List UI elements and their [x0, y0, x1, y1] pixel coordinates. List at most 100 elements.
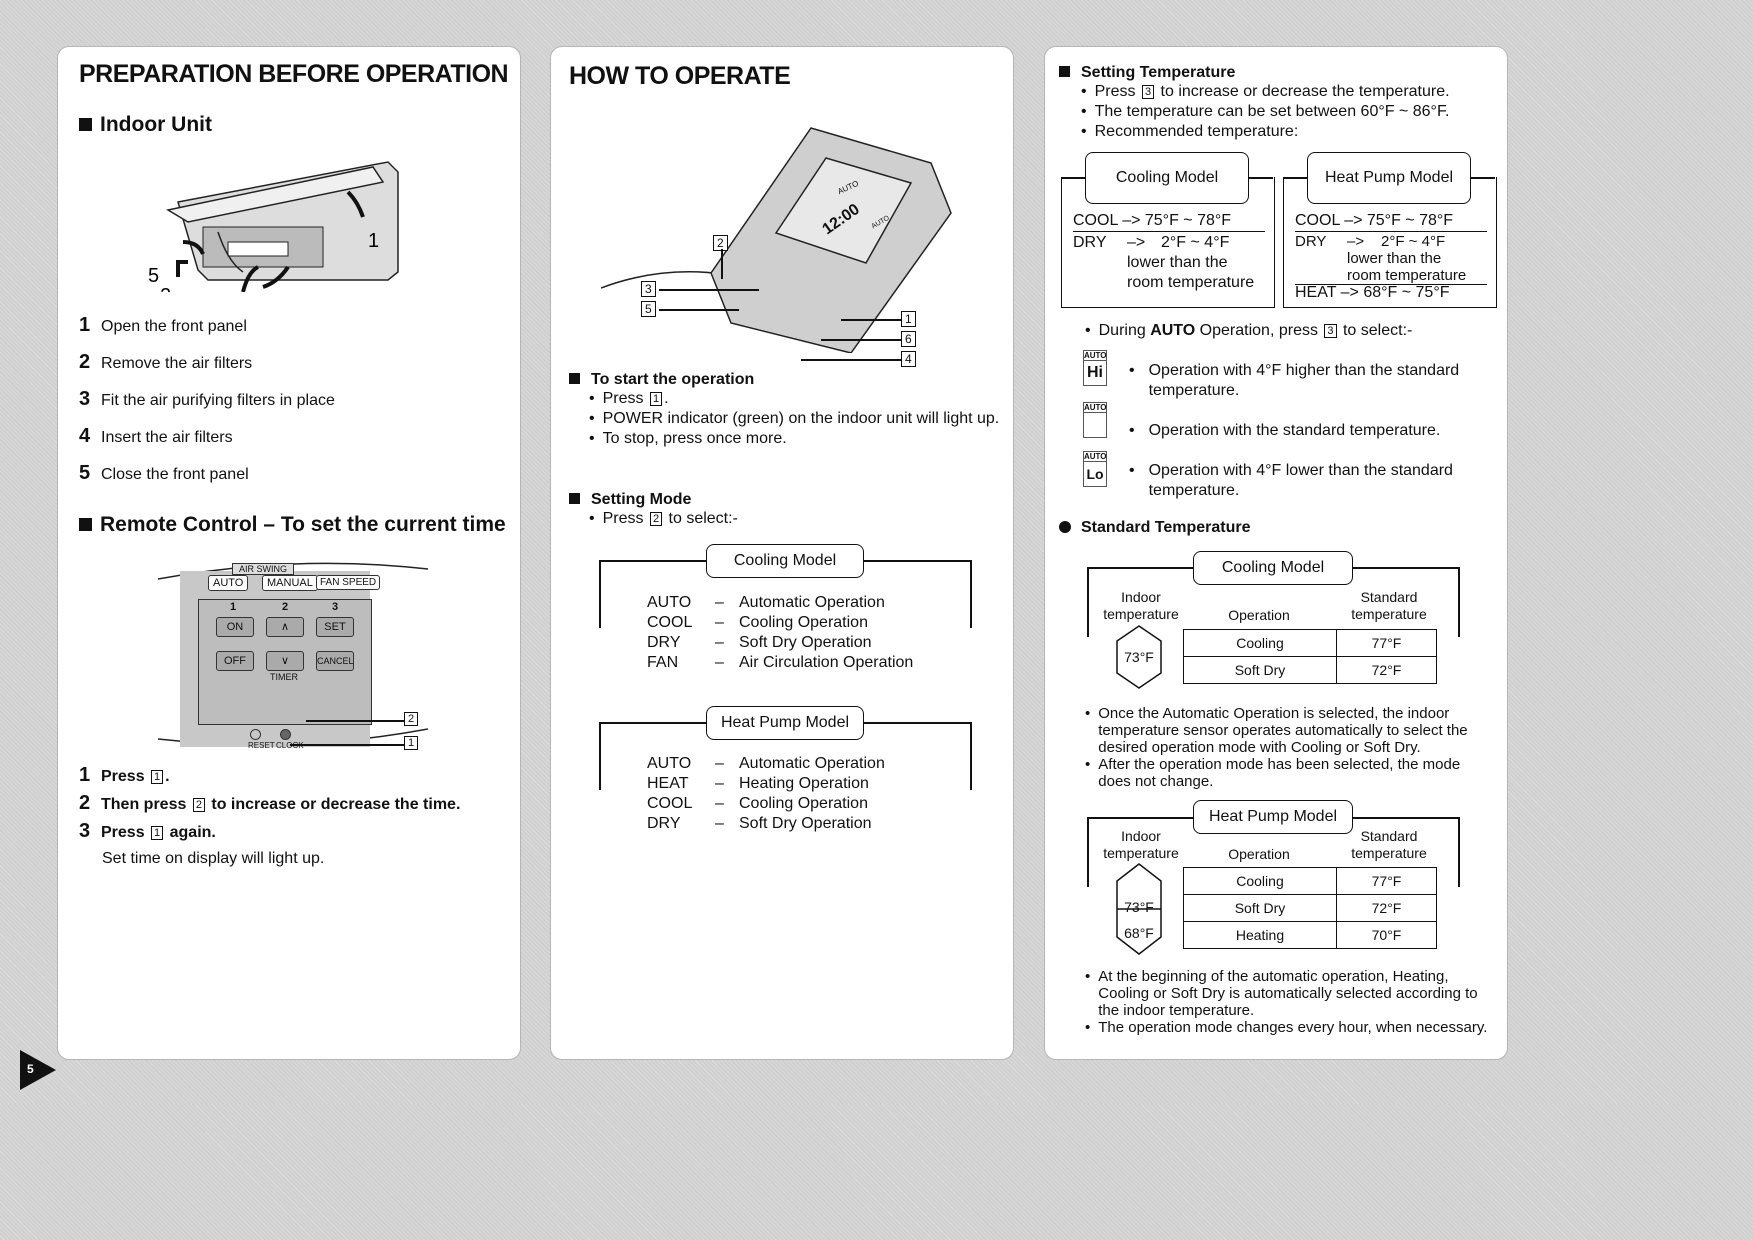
list-item: FAN–Air Circulation Operation [647, 654, 914, 671]
remote-time-illustration: AIR SWING AUTO MANUAL FAN SPEED 1 2 3 ON… [158, 559, 428, 750]
heat-row: HEAT –> 68°F ~ 75°F [1295, 284, 1450, 301]
list-item: Press 1. [569, 389, 1009, 409]
standard-temperature-header: Standard temperature [1351, 828, 1427, 861]
list-item: DRY–Soft Dry Operation [647, 815, 872, 832]
bracket-line [599, 722, 601, 790]
list-item: DRY–Soft Dry Operation [647, 634, 872, 651]
list-item: To stop, press once more. [569, 429, 1009, 449]
step-1-label: 1 [230, 601, 237, 613]
page-number: 5 [27, 1062, 34, 1076]
callout-2: 2 [404, 712, 419, 726]
list-item: •At the beginning of the automatic opera… [1085, 968, 1478, 1019]
heat-indoor-value-2: 68°F [1124, 925, 1154, 941]
time-note: Set time on display will light up. [102, 850, 325, 867]
callout-line [821, 339, 901, 341]
callout-line [290, 744, 404, 746]
indoor-unit-illustration: 1 2 3 4 5 [148, 161, 399, 292]
setting-mode-section: Setting Mode Press 2 to select:- [569, 491, 1009, 529]
timer-up-button[interactable]: ∧ [266, 617, 304, 637]
cancel-button[interactable]: CANCEL [316, 651, 354, 671]
figure-label-5: 5 [148, 265, 159, 287]
bracket-line [1458, 567, 1460, 637]
dry-row: DRY–>2°F ~ 4°F lower than the room tempe… [1073, 234, 1255, 291]
bracket-line [1458, 817, 1460, 887]
section-heading: Setting Temperature [1059, 64, 1499, 82]
off-button[interactable]: OFF [216, 651, 254, 671]
callout-line [306, 720, 404, 722]
remote-body-shape [601, 127, 952, 353]
list-item: Press 2 to select:- [569, 509, 1009, 529]
round-bullet-icon [1059, 521, 1071, 533]
bracket-line [599, 560, 601, 628]
list-item: •After the operation mode has been selec… [1085, 756, 1461, 790]
section-heading: Setting Mode [569, 491, 1009, 509]
auto-option-standard: •Operation with the standard temperature… [1129, 422, 1441, 439]
bracket-line [970, 722, 972, 790]
operation-header: Operation [1228, 607, 1290, 623]
list-item: AUTO–Automatic Operation [647, 594, 885, 611]
list-item: •POWER indicator (green) on the indoor u… [589, 410, 1000, 427]
callout-5: 5 [641, 301, 656, 317]
bracket-line [1087, 817, 1089, 887]
timer-down-button[interactable]: ∨ [266, 651, 304, 671]
bracket-line [1249, 177, 1273, 179]
section-heading: Remote Control – To set the current time [79, 513, 506, 537]
callout-1: 1 [901, 311, 916, 327]
std-notes-1: •Once the Automatic Operation is selecte… [1085, 705, 1495, 790]
step-2-label: 2 [282, 601, 289, 613]
page-title: PREPARATION BEFORE OPERATION [79, 60, 509, 88]
list-item: •The operation mode changes every hour, … [1085, 1019, 1488, 1036]
how-to-operate-panel: HOW TO OPERATE AUTO 12:00 AUTO 2 3 5 1 6… [550, 46, 1014, 1060]
cooling-model-label: Cooling Model [1193, 551, 1353, 585]
callout-line [841, 319, 901, 321]
start-section: To start the operation Press 1. •POWER i… [569, 371, 1009, 449]
cool-row: COOL –> 75°F ~ 78°F [1073, 211, 1265, 232]
auto-select-line: During AUTO Operation, press 3 to select… [1085, 321, 1413, 341]
bracket-line [1283, 177, 1307, 179]
bracket-line [1471, 177, 1495, 179]
bracket-line [1087, 567, 1089, 637]
heat-mode-list: AUTO–Automatic Operation HEAT–Heating Op… [647, 754, 885, 834]
standard-temperature-header: Standard temperature [1351, 589, 1427, 622]
section-heading: To start the operation [569, 371, 1009, 389]
indoor-temperature-header: Indoor temperature [1103, 828, 1179, 861]
on-button[interactable]: ON [216, 617, 254, 637]
operation-header: Operation [1228, 846, 1290, 862]
reset-button[interactable] [250, 729, 261, 740]
manual-button[interactable]: MANUAL [262, 575, 318, 591]
square-bullet-icon [569, 373, 580, 384]
list-item: HEAT–Heating Operation [647, 775, 869, 792]
cool-row: COOL –> 75°F ~ 78°F [1295, 211, 1487, 232]
timer-label: TIMER [270, 672, 298, 682]
clock-button[interactable] [280, 729, 291, 740]
temperature-panel: Setting Temperature Press 3 to increase … [1044, 46, 1508, 1060]
cool-indoor-value: 73°F [1124, 649, 1154, 665]
callout-1: 1 [404, 736, 419, 750]
auto-standard-icon: AUTO [1083, 402, 1107, 438]
set-button[interactable]: SET [316, 617, 354, 637]
cooling-model-label: Cooling Model [706, 544, 864, 578]
square-bullet-icon [79, 118, 92, 131]
square-bullet-icon [1059, 66, 1070, 77]
fan-speed-button[interactable]: FAN SPEED [316, 575, 381, 590]
auto-option-lo: •Operation with 4°F lower than the stand… [1129, 462, 1453, 499]
list-item: The temperature can be set between 60°F … [1059, 102, 1499, 122]
auto-button[interactable]: AUTO [208, 575, 249, 591]
section-heading: Indoor Unit [79, 113, 212, 137]
square-bullet-icon [79, 518, 92, 531]
dry-row: DRY–>2°F ~ 4°F lower than the room tempe… [1295, 233, 1487, 285]
callout-4: 4 [901, 351, 916, 367]
